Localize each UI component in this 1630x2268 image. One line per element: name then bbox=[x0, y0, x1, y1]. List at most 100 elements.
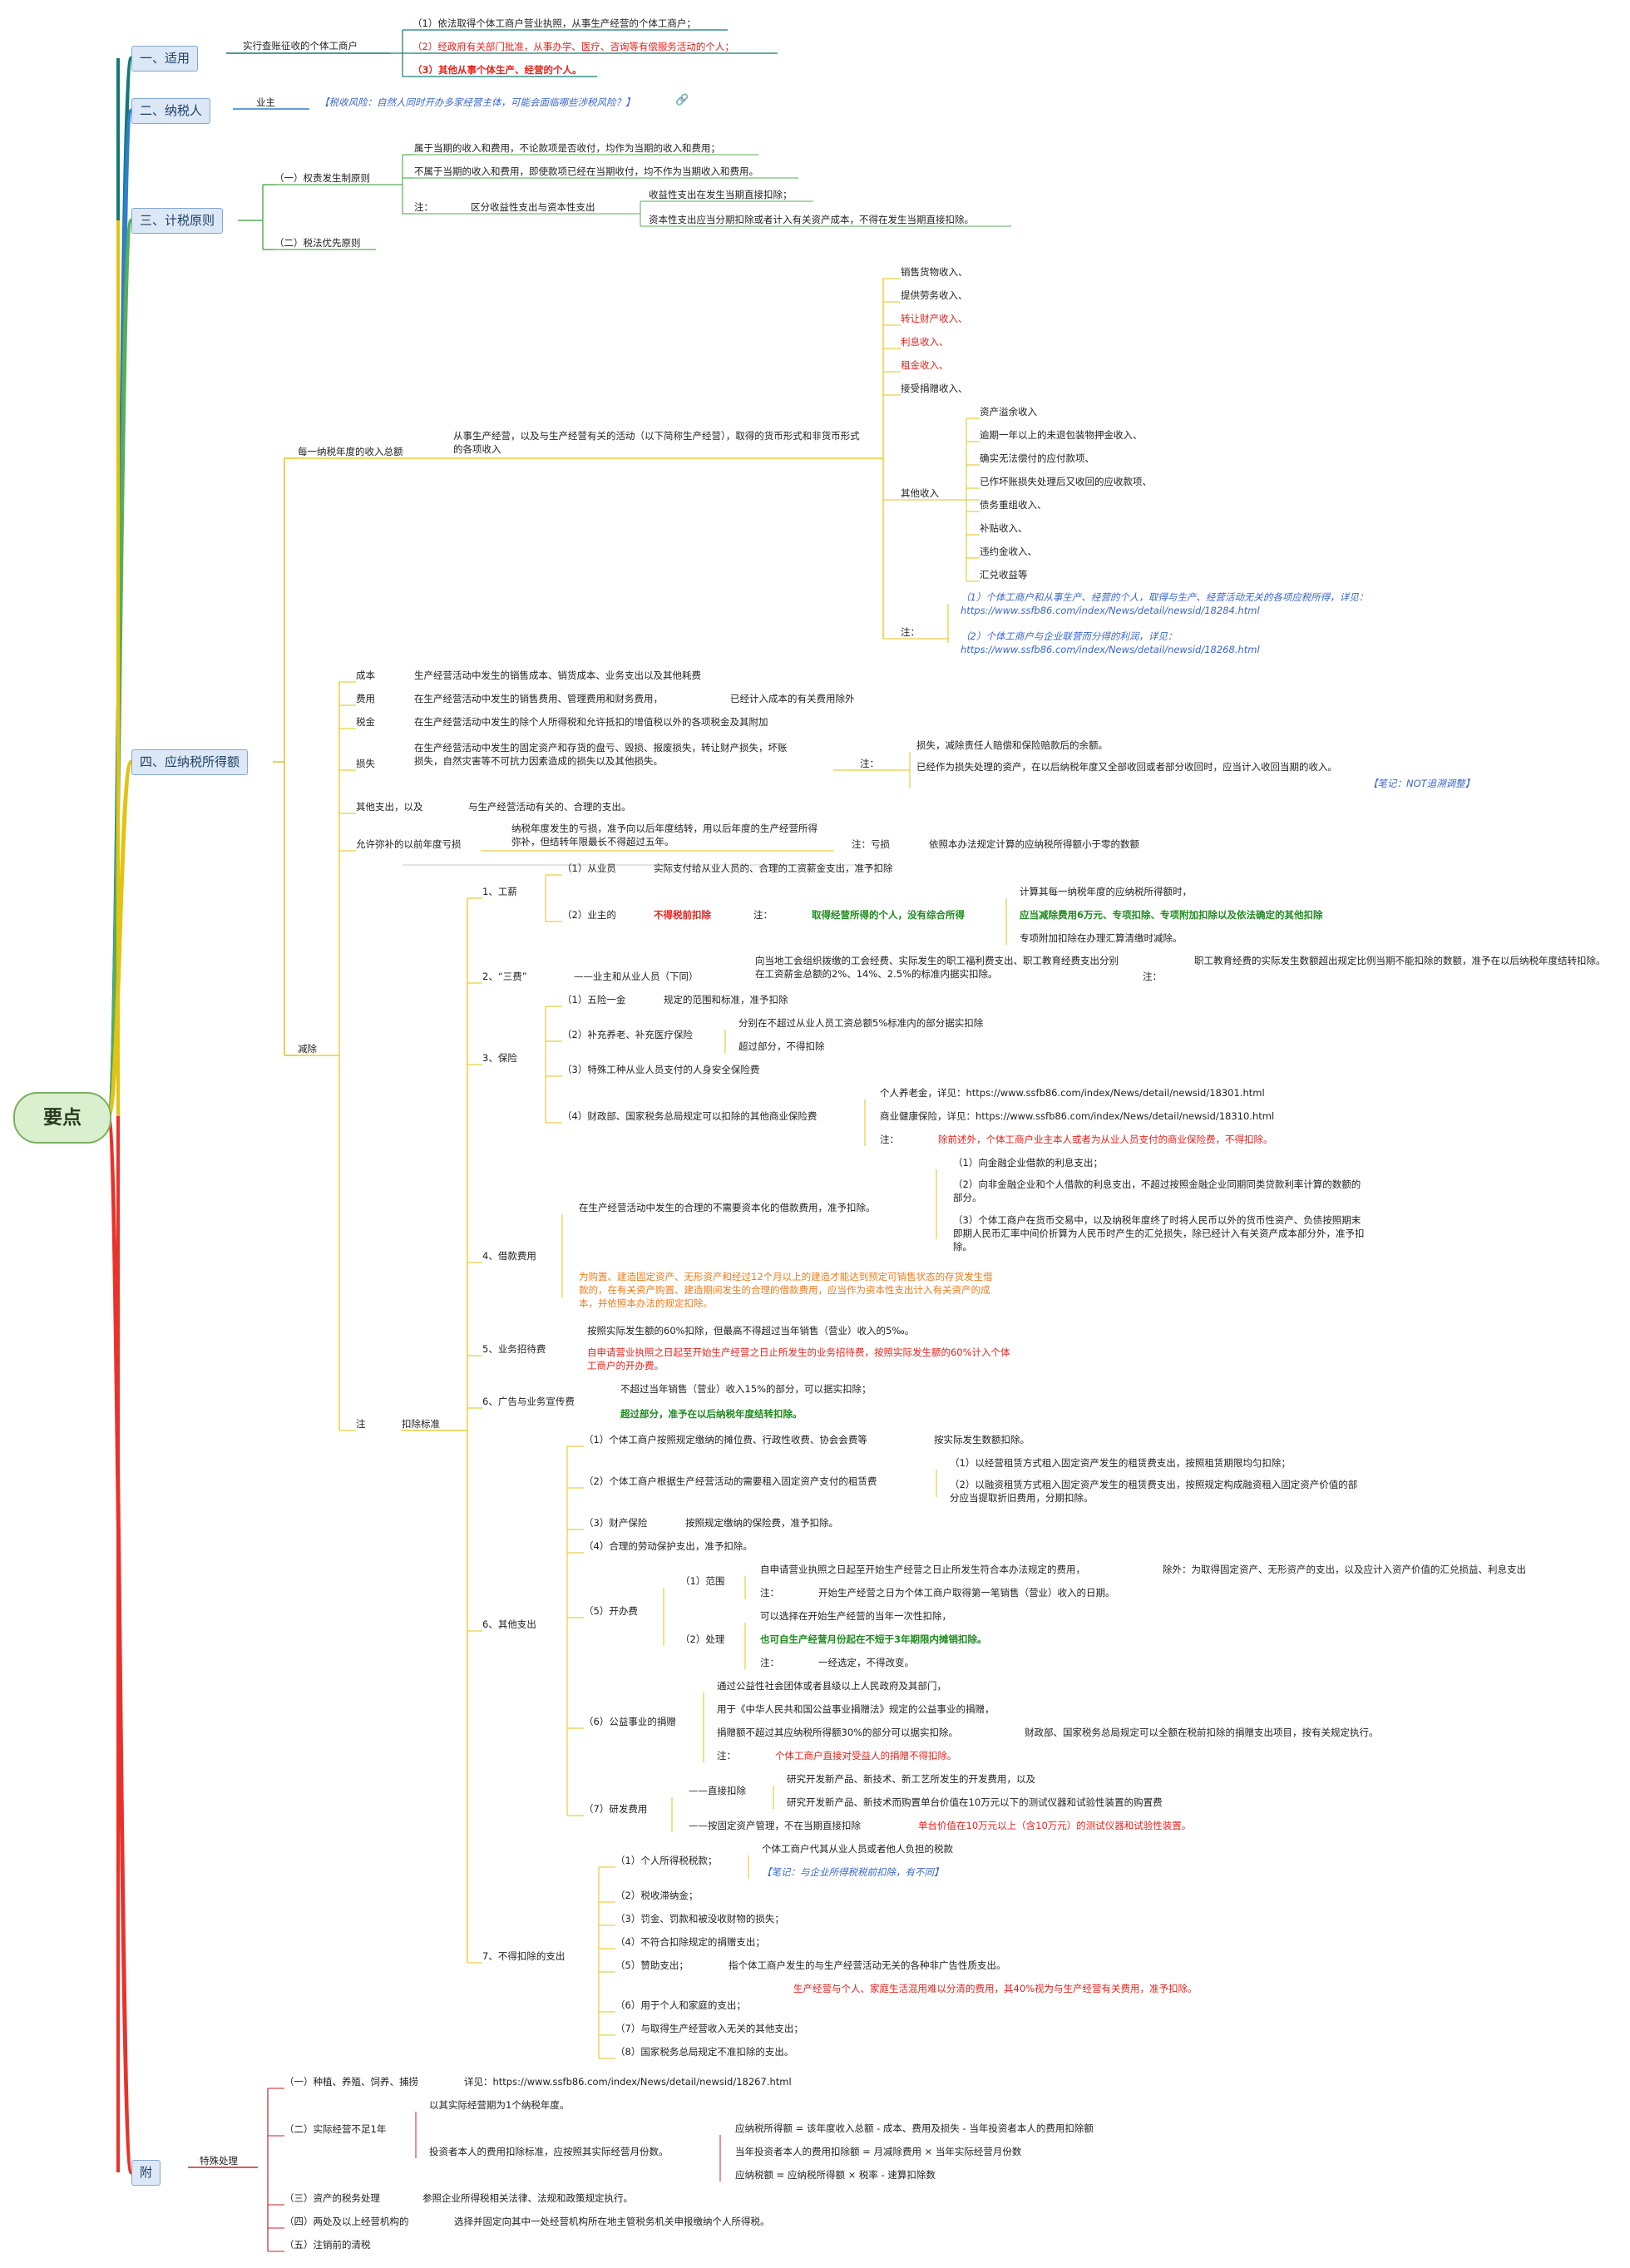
income-item-6: 接受捐赠收入、 bbox=[901, 383, 968, 394]
tax-law-priority: （二）税法优先原则 bbox=[274, 237, 361, 249]
other-g1a: 研究开发新产品、新技术、新工艺所发生的开发费用，以及 bbox=[787, 1773, 1035, 1785]
root-node[interactable]: 要点 bbox=[13, 1092, 111, 1144]
wage-owner-text: 不得税前扣除 bbox=[654, 909, 711, 921]
other-b: （2）个体工商户根据生产经营活动的需要租入固定资产支付的租赁费 bbox=[584, 1475, 877, 1487]
income-note-2: （2）个体工商户与企业联营而分得的利润，详见：https://www.ssfb8… bbox=[961, 630, 1260, 655]
non-a2: 【笔记：与企业所得税税前扣除，有不同】 bbox=[762, 1866, 944, 1878]
loss-text: 在生产经营活动中发生的固定资产和存货的盘亏、毁损、报废损失，转让财产损失，坏账损… bbox=[414, 742, 788, 767]
other-e: （5）开办费 bbox=[584, 1605, 638, 1617]
deduction-node: 减除 bbox=[298, 1043, 317, 1055]
income-item-1: 销售货物收入、 bbox=[901, 266, 968, 278]
node-taxpayer[interactable]: 二、纳税人 bbox=[131, 98, 211, 124]
other-a: （1）个体工商户按照规定缴纳的摊位费、行政性收费、协会会费等 bbox=[584, 1434, 867, 1445]
node-taxable-income[interactable]: 四、应纳税所得额 bbox=[131, 749, 249, 775]
link-icon[interactable]: 🔗 bbox=[675, 94, 689, 106]
other-f1: 通过公益性社会团体或者县级以上人民政府及其部门， bbox=[717, 1680, 946, 1692]
non-g: （7）与取得生产经营收入无关的其他支出； bbox=[615, 2023, 803, 2034]
other-e2-note: 注： bbox=[760, 1657, 779, 1668]
non-a: （1）个人所得税税款； bbox=[615, 1855, 718, 1866]
entertainment-b: 自申请营业执照之日起至开始生产经营之日止所发生的业务招待费，按照实际发生额的60… bbox=[587, 1346, 1010, 1371]
wage-employee-text: 实际支付给从业人员的、合理的工资薪金支出，准予扣除 bbox=[654, 862, 893, 874]
appendix-b1: 以其实际经营期为1个纳税年度。 bbox=[429, 2099, 570, 2111]
expense-label: 费用 bbox=[356, 693, 375, 704]
other-income-6: 补贴收入、 bbox=[980, 522, 1028, 534]
appendix-c: （三）资产的税务处理 bbox=[284, 2192, 380, 2204]
other-income-8: 汇兑收益等 bbox=[980, 569, 1028, 581]
node-tax-principles[interactable]: 三、计税原则 bbox=[131, 208, 224, 234]
other-f3-extra: 财政部、国家税务总局规定可以全额在税前扣除的捐赠支出项目，按有关规定执行。 bbox=[1025, 1727, 1379, 1738]
loan-text: 在生产经营活动中发生的合理的不需要资本化的借款费用，准予扣除。 bbox=[579, 1202, 876, 1213]
loan-c: （3）个体工商户在货币交易中，以及纳税年度终了时将人民币以外的货币性资产、负债按… bbox=[953, 1214, 1365, 1253]
other-c-text: 按照规定缴纳的保险费，准予扣除。 bbox=[685, 1517, 838, 1529]
other-income-1: 资产溢余收入 bbox=[980, 406, 1037, 418]
other-f3: 捐赠额不超过其应纳税所得额30%的部分可以据实扣除。 bbox=[717, 1727, 959, 1738]
other-b2: （2）以融资租赁方式租入固定资产发生的租赁费支出，按照规定构成融资租入固定资产价… bbox=[950, 1479, 1358, 1504]
other-g2-text: 单台价值在10万元以上（含10万元）的测试仪器和试验性装置。 bbox=[918, 1820, 1192, 1831]
other-g1b: 研究开发新产品、新技术而购置单台价值在10万元以下的测试仪器和试验性装置的购置费 bbox=[787, 1796, 1163, 1808]
other-b1: （1）以经营租赁方式租入固定资产发生的租赁费支出，按照租赁期限均匀扣除； bbox=[950, 1457, 1291, 1469]
wage-employee: （1）从业员 bbox=[562, 862, 616, 874]
other-income-7: 违约金收入、 bbox=[980, 546, 1037, 557]
three-fees-extra: 职工教育经费的实际发生数额超出规定比例当期不能扣除的数额，准予在以后纳税年度结转… bbox=[1194, 955, 1606, 966]
appendix-d-text: 选择并固定向其中一处经营机构所在地主管税务机关申报缴纳个人所得税。 bbox=[454, 2216, 770, 2227]
applicable-item-3: （3）其他从事个体生产、经营的个人。 bbox=[412, 64, 582, 76]
non-e: （5）赞助支出； bbox=[615, 1959, 689, 1971]
tax-text: 在生产经营活动中发生的除个人所得税和允许抵扣的增值税以外的各项税金及其附加 bbox=[414, 716, 768, 728]
income-definition: 从事生产经营，以及与生产经营有关的活动（以下简称生产经营），取得的货币形式和非货… bbox=[453, 430, 860, 455]
income-item-3: 转让财产收入、 bbox=[901, 313, 968, 324]
deduction-standard: 扣除标准 bbox=[402, 1418, 440, 1430]
cost-label: 成本 bbox=[356, 670, 375, 681]
non-a1: 个体工商户代其从业人员或者他人负担的税款 bbox=[762, 1843, 953, 1855]
total-income: 每一纳税年度的收入总额 bbox=[298, 446, 403, 457]
appendix-b: （二）实际经营不足1年 bbox=[284, 2123, 387, 2135]
other-g: （7）研发费用 bbox=[584, 1803, 648, 1815]
prior-loss-text: 纳税年度发生的亏损，准予向以后年度结转，用以后年度的生产经营所得弥补，但结转年限… bbox=[511, 823, 817, 847]
insurance-item-1: （1）五险一金 bbox=[562, 994, 626, 1006]
capital-expenditure: 资本性支出应当分期扣除或者计入有关资产成本，不得在发生当期直接扣除。 bbox=[649, 214, 974, 225]
node-appendix[interactable]: 附 bbox=[131, 2160, 161, 2186]
other-f: （6）公益事业的捐赠 bbox=[584, 1716, 676, 1727]
loan-b: （2）向非金融企业和个人借款的利息支出，不超过按照金融企业同期同类贷款利率计算的… bbox=[953, 1178, 1361, 1203]
income-item-5: 租金收入、 bbox=[901, 359, 949, 371]
insurance-item-2a: 分别在不超过从业人员工资总额5%标准内的部分据实扣除 bbox=[738, 1017, 984, 1029]
other-a-text: 按实际发生数额扣除。 bbox=[934, 1434, 1030, 1445]
loan-a: （1）向金融企业借款的利息支出； bbox=[953, 1157, 1103, 1169]
wage-owner-note-text: 取得经营所得的个人，没有综合所得 bbox=[812, 909, 965, 921]
other-c: （3）财产保险 bbox=[584, 1517, 648, 1529]
special-treatment: 特殊处理 bbox=[200, 2155, 238, 2167]
other-income-4: 已作坏账损失处理后又收回的应收款项、 bbox=[980, 476, 1152, 487]
three-fees-text: 向当地工会组织拨缴的工会经费、实际发生的职工福利费支出、职工教育经费支出分别在工… bbox=[755, 955, 1119, 980]
appendix-b2b: 当年投资者本人的费用扣除额 = 月减除费用 × 当年实际经营月份数 bbox=[735, 2146, 1022, 2157]
other-e1-note: 注： bbox=[760, 1587, 779, 1598]
other-f2: 用于《中华人民共和国公益事业捐赠法》规定的公益事业的捐赠， bbox=[717, 1703, 995, 1715]
node-applicable[interactable]: 一、适用 bbox=[131, 46, 199, 72]
prior-loss-def: 依照本办法规定计算的应纳税所得额小于零的数额 bbox=[929, 838, 1139, 850]
non-c: （3）罚金、罚款和被没收财物的损失； bbox=[615, 1913, 784, 1925]
other-f-note-text: 个体工商户直接对受益人的捐赠不得扣除。 bbox=[775, 1750, 957, 1762]
loan-capitalized: 为购置、建造固定资产、无形资产和经过12个月以上的建造才能达到预定可销售状态的存… bbox=[579, 1271, 993, 1309]
node-applicable-sub: 实行查账征收的个体工商户 bbox=[243, 40, 358, 52]
loan-label: 4、借款费用 bbox=[482, 1250, 536, 1262]
insurance-item-3: （3）特殊工种从业人员支付的人身安全保险费 bbox=[562, 1064, 760, 1075]
income-note-1: （1）个体工商户和从事生产、经营的个人，取得与生产、经营活动无关的各项应税所得，… bbox=[961, 591, 1369, 616]
other-e2b: 也可自生产经营月份起在不短于3年期限内摊销扣除。 bbox=[760, 1633, 987, 1645]
other-d: （4）合理的劳动保护支出，准予扣除。 bbox=[584, 1540, 753, 1552]
non-e-text: 指个体工商户发生的与生产经营活动无关的各种非广告性质支出。 bbox=[729, 1959, 1006, 1971]
other-g1: ——直接扣除 bbox=[689, 1785, 746, 1796]
other-e1-note-text: 开始生产经营之日为个体工商户取得第一笔销售（营业）收入的日期。 bbox=[818, 1587, 1115, 1598]
accrual-rule-1: 属于当期的收入和费用，不论款项是否收付，均作为当期的收入和费用； bbox=[414, 142, 720, 154]
non-f-text: 生产经营与个人、家庭生活混用难以分清的费用，其40%视为与生产经营有关费用，准予… bbox=[793, 1983, 1198, 1994]
applicable-item-2: （2）经政府有关部门批准，从事办学、医疗、咨询等有偿服务活动的个人； bbox=[412, 41, 734, 52]
other-expense-label: 其他支出，以及 bbox=[356, 801, 423, 813]
other-e1: （1）范围 bbox=[680, 1575, 725, 1587]
wage-calc-3: 专项附加扣除在办理汇算清缴时减除。 bbox=[1020, 932, 1183, 944]
loss-note: 注： bbox=[860, 758, 879, 769]
other-e2a: 可以选择在开始生产经营的当年一次性扣除， bbox=[760, 1610, 951, 1622]
insurance-item-2b: 超过部分，不得扣除 bbox=[738, 1040, 825, 1052]
other-e1-except: 除外：为取得固定资产、无形资产的支出，以及应计入资产价值的汇兑损益、利息支出 bbox=[1163, 1564, 1526, 1575]
applicable-item-1: （1）依法取得个体工商户营业执照，从事生产经营的个体工商户； bbox=[412, 17, 696, 29]
insurance-item-1-text: 规定的范围和标准，准予扣除 bbox=[664, 994, 788, 1006]
appendix-b2a: 应纳税所得额 = 该年度收入总额 - 成本、费用及损失 - 当年投资者本人的费用… bbox=[735, 2122, 1094, 2134]
other-income-2: 逾期一年以上的未退包装物押金收入、 bbox=[980, 429, 1143, 441]
